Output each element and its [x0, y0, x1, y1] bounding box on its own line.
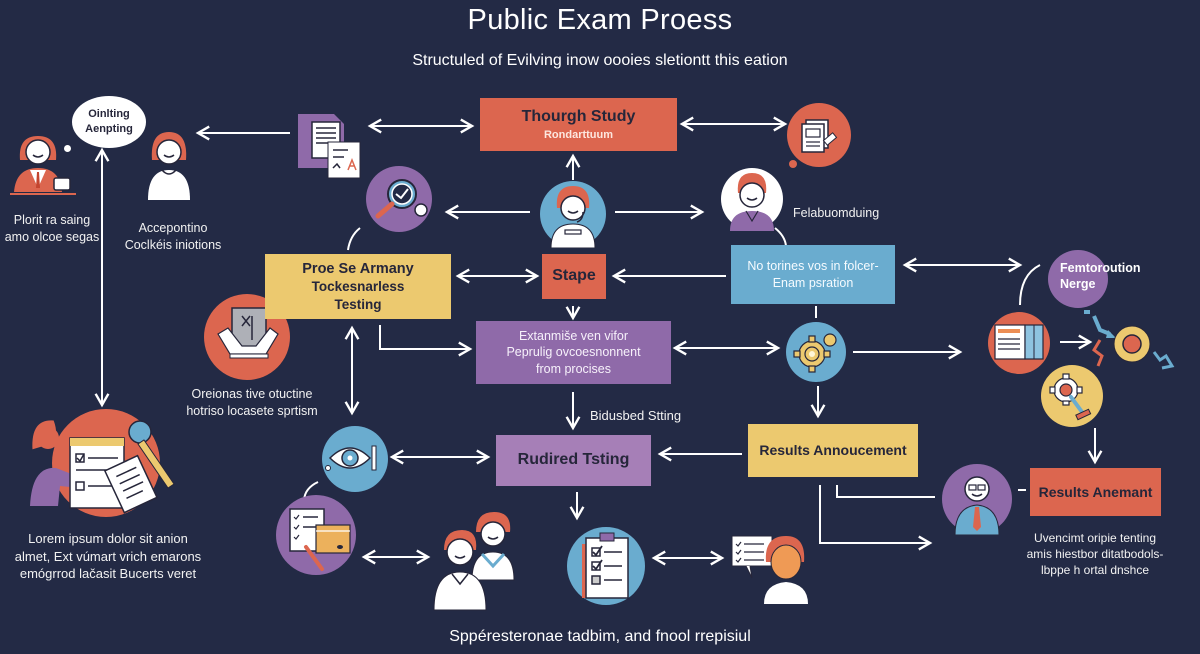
- node-line: from procises: [535, 361, 612, 376]
- caption-line: emógrrod lačasit Bucerts veret: [19, 566, 197, 582]
- examiner-avatar-icon: [721, 168, 783, 231]
- node-line: No torines vos in folcer-: [747, 259, 879, 274]
- node-title: Rudired Tsting: [517, 451, 630, 469]
- target-icon: [1084, 310, 1175, 370]
- node-results-announcement[interactable]: Results Annoucement: [748, 424, 918, 477]
- connector-femto-form: [1019, 264, 1041, 306]
- footer-caption: Sppéresteronae tadbim, and fnool rrepisi…: [449, 628, 751, 645]
- clipboard-checklist-icon: [567, 527, 645, 605]
- connector-examiner-notorines: [774, 227, 787, 247]
- two-students-icon: [433, 512, 515, 611]
- student-avatar-icon: [148, 132, 190, 200]
- bubble-line: Oinlting: [88, 108, 130, 120]
- node-title: Results Anemant: [1038, 483, 1153, 500]
- caption-oreionas: Oreionas tive otuctine hotriso locasete …: [168, 386, 336, 420]
- caption-line: almet, Ext vúmart vrich emarons: [14, 548, 202, 564]
- page-title: Public Exam Proess: [467, 4, 733, 36]
- node-femtoroution[interactable]: Femtoroution Nerge: [1060, 260, 1141, 293]
- form-window-icon: [988, 312, 1050, 374]
- node-title: Thourgh Study: [521, 107, 636, 125]
- speech-bubble-text: Oinlting Aenpting: [72, 107, 146, 137]
- node-line: Femtoroution: [1060, 261, 1141, 275]
- page-subtitle: Structuled of Evilving inow oooies sleti…: [412, 52, 788, 69]
- caption-line: Plorit ra saing: [13, 213, 91, 227]
- caption-bidusbed: Bidusbed Stting: [590, 408, 682, 423]
- caption-plorit: Plorit ra saing amo olcoe segas: [2, 212, 102, 246]
- caption-lorem: Lorem ipsum dolor sit anion almet, Ext v…: [8, 530, 208, 583]
- caption-acceptine: Accepontino Coclkéis iniotions: [118, 220, 228, 254]
- caption-line: Coclkéis iniotions: [124, 237, 222, 252]
- eye-icon: [322, 426, 388, 492]
- connector-results-official: [836, 485, 935, 498]
- node-extanmise[interactable]: Extanmiše ven vifor Peprulig ovcoesnonne…: [476, 321, 671, 384]
- node-title: Results Annoucement: [759, 442, 907, 459]
- documents-icon: [298, 114, 361, 179]
- node-no-torines[interactable]: No torines vos in folcer- Enam psration: [731, 245, 895, 304]
- bubble-dot: [64, 145, 71, 152]
- official-avatar-icon: [942, 464, 1012, 535]
- caption-line: Uvencimt oripie tenting: [1033, 531, 1157, 545]
- teacher-desk-icon: [10, 136, 76, 195]
- caption-felabuomduing: Felabuomduing: [793, 206, 880, 220]
- bubble-line: Aenpting: [85, 122, 133, 135]
- checklist-pencil-icon: [276, 495, 356, 575]
- node-rudired-testing[interactable]: Rudired Tsting: [496, 435, 651, 486]
- node-line: Enam psration: [772, 275, 854, 290]
- node-thorough-study[interactable]: Thourgh Study Rondarttuum: [480, 98, 677, 151]
- node-title: Stape: [552, 267, 596, 285]
- caption-line: amis hiestbor ditatbodols-: [1026, 547, 1164, 562]
- femtoroution-blob: [1048, 250, 1108, 308]
- person-exam-sheet-icon: [30, 409, 175, 517]
- caption-uvencimt: Uvencimt oripie tenting amis hiestbor di…: [1010, 530, 1180, 579]
- node-proc-armany[interactable]: Proe Se Armany Tockesnarless Testing: [265, 254, 451, 319]
- caption-line: Oreionas tive otuctine: [191, 387, 313, 401]
- caption-line: lbppe h ortal dnshce: [1040, 563, 1150, 578]
- node-line: Extanmiše ven vifor: [518, 329, 629, 344]
- node-line: Tockesnarless: [311, 279, 405, 295]
- connector-magnifier-proc: [347, 227, 361, 251]
- node-line: Proe Se Armany: [302, 260, 414, 277]
- caption-line: Accepontino: [138, 221, 208, 235]
- student-feedback-icon: [731, 535, 808, 604]
- node-results-anemant[interactable]: Results Anemant: [1030, 468, 1161, 516]
- node-line: Nerge: [1060, 277, 1096, 292]
- wrench-gear-icon: [1041, 365, 1103, 427]
- node-line: Peprulig ovcoesnonnent: [506, 345, 641, 360]
- node-line: Testing: [334, 296, 382, 312]
- magnifier-check-icon: [366, 166, 432, 232]
- caption-line: amo olcoe segas: [4, 229, 100, 244]
- gears-icon: [786, 322, 846, 382]
- arrow-proc-to-extanmise: [379, 325, 473, 357]
- student-headset-icon: [540, 181, 606, 248]
- caption-line: hotriso locasete sprtism: [186, 403, 318, 418]
- arrow-results-down-right: [819, 485, 933, 551]
- node-stape[interactable]: Stape: [542, 254, 606, 299]
- node-subtitle: Rondarttuum: [543, 128, 614, 141]
- clipboard-bubble-icon: [787, 103, 851, 168]
- speech-bubble: [72, 96, 146, 148]
- caption-line: Lorem ipsum dolor sit anion: [28, 531, 188, 546]
